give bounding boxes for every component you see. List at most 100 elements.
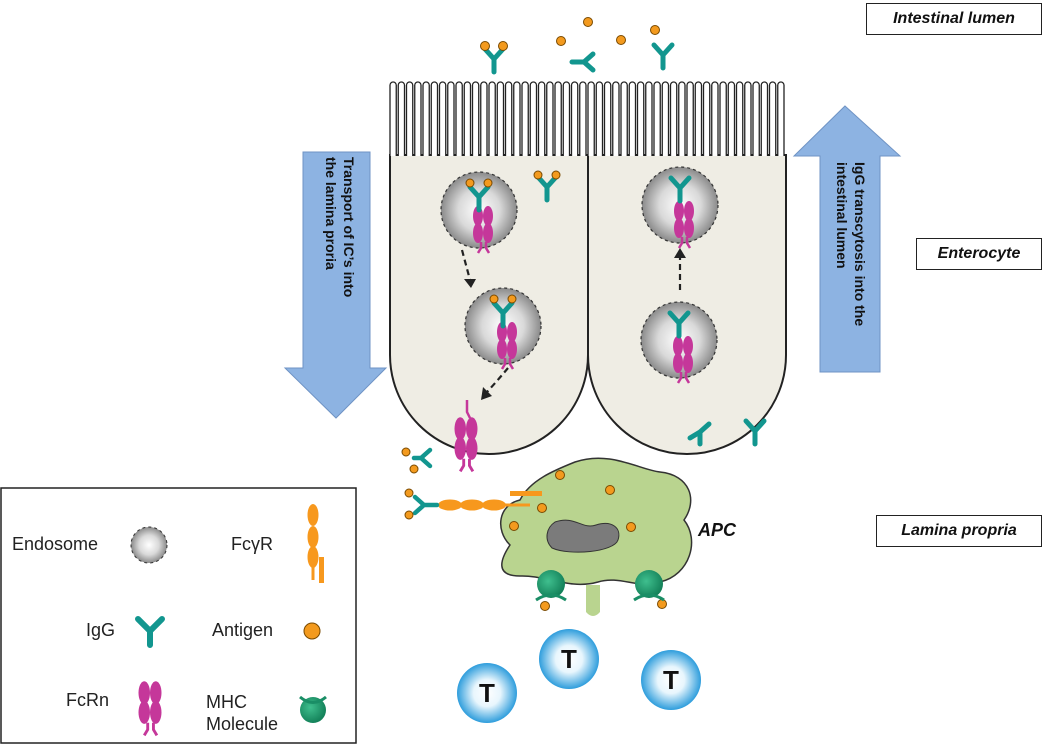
microvillus [768, 81, 777, 156]
microvillus [513, 81, 521, 156]
microvillus [537, 81, 546, 156]
dashed-arrow-down-2 [486, 367, 509, 393]
microvillus [678, 81, 686, 156]
microvillus [669, 81, 678, 156]
lumen-igg-with-antigen [480, 41, 508, 73]
arrowhead [481, 387, 492, 400]
t-cell-label: T [479, 678, 495, 708]
apc-cell [500, 457, 693, 616]
microvillus [719, 81, 727, 156]
region-label-intestinal-lumen: Intestinal lumen [866, 3, 1042, 35]
microvillus [529, 81, 538, 156]
lamina-igg-sideways [687, 421, 712, 447]
microvillus [554, 81, 562, 156]
region-label-lamina-propria: Lamina propria [876, 515, 1042, 547]
apc-antigens [509, 470, 667, 611]
microvillus [389, 81, 397, 156]
t-cell-left: T [457, 663, 517, 723]
transcytosis-up-text-line1: IgG transcytosis into the [852, 162, 868, 326]
fcrn-released [453, 400, 479, 473]
microvillus [735, 81, 744, 156]
microvillus [397, 81, 406, 156]
transport-down-text-line2: the lamina proria [323, 157, 339, 270]
microvillus [760, 81, 769, 156]
microvillus [752, 81, 760, 156]
microvillus [504, 81, 513, 156]
microvillus [570, 81, 579, 156]
microvillus [645, 81, 653, 156]
lumen-antigen [583, 17, 593, 27]
legend-antigen-icon [303, 622, 321, 640]
microvillus [636, 81, 645, 156]
immune-complex-lamina [401, 447, 433, 474]
lumen-igg-sideways [569, 51, 596, 73]
t-cell-label: T [663, 665, 679, 695]
microvillus [744, 81, 752, 156]
microvillus [521, 81, 529, 156]
lumen-antigen [556, 36, 566, 46]
microvillus [727, 81, 736, 156]
t-cell-center: T [539, 629, 599, 689]
microvillus [587, 81, 595, 156]
legend-fcgr-label: FcγR [231, 534, 273, 554]
apc-label: APC [697, 520, 737, 540]
legend-antigen-label: Antigen [212, 620, 274, 640]
microvillus [480, 81, 488, 156]
legend-endosome-icon [130, 526, 168, 564]
transcytosis-up-arrow: IgG transcytosis into the intestinal lum… [792, 105, 902, 373]
microvillus [711, 81, 719, 156]
arrowhead [464, 279, 476, 288]
arrowhead [674, 248, 686, 258]
microvillus [496, 81, 505, 156]
microvillus [702, 81, 711, 156]
mhc-molecule-left [535, 570, 567, 602]
fcgr-receptor-bound [404, 488, 542, 520]
microvillus [471, 81, 480, 156]
legend-mhc-label-line2: Molecule [206, 714, 279, 734]
transcytosis-up-text-line2: intestinal lumen [834, 162, 850, 269]
apc-nucleus [546, 519, 620, 553]
microvillus [562, 81, 571, 156]
lumen-antigen [650, 25, 660, 35]
legend-mhc-icon [299, 695, 327, 723]
region-label-enterocyte: Enterocyte [916, 238, 1042, 270]
microvillus [455, 81, 463, 156]
microvillus [620, 81, 628, 156]
microvillus [405, 81, 414, 156]
legend-box [0, 487, 357, 744]
microvillus [603, 81, 612, 156]
legend-fcgr-icon [307, 504, 324, 583]
endosome-left-upper [440, 171, 518, 255]
microvillus [422, 81, 430, 156]
microvilli-brush-border [389, 81, 785, 156]
microvillus [661, 81, 670, 156]
transport-down-arrow: Transport of IC’s into the lamina proria [283, 151, 388, 419]
microvillus [438, 81, 447, 156]
microvillus [694, 81, 703, 156]
microvillus [628, 81, 637, 156]
microvillus [463, 81, 472, 156]
legend-igg-icon [135, 616, 165, 648]
legend-mhc-label-line1: MHC [206, 692, 247, 712]
microvillus [546, 81, 554, 156]
microvillus [579, 81, 587, 156]
microvillus [777, 81, 785, 156]
legend-igg-label: IgG [86, 620, 116, 640]
t-cell-label: T [561, 644, 577, 674]
dashed-arrow-down-1 [460, 249, 472, 281]
microvillus [430, 81, 439, 156]
mhc-molecule-right [633, 570, 665, 602]
immune-complex-free [533, 170, 561, 200]
microvillus [612, 81, 620, 156]
endosome-left-lower [464, 287, 542, 371]
legend-endosome-label: Endosome [12, 534, 99, 554]
transport-down-text-line1: Transport of IC’s into [341, 157, 357, 297]
microvillus [414, 81, 422, 156]
legend-fcrn-label: FcRn [66, 690, 110, 710]
t-cell-right: T [641, 650, 701, 710]
microvillus [686, 81, 694, 156]
microvillus [595, 81, 604, 156]
microvillus [447, 81, 455, 156]
microvillus [653, 81, 661, 156]
